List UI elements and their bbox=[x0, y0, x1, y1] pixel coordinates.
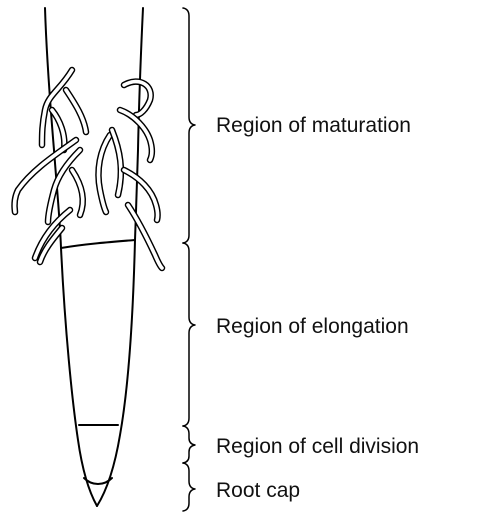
label-region-of-elongation: Region of elongation bbox=[216, 315, 409, 338]
root-hair bbox=[35, 210, 70, 258]
region-labels: Region of maturation Region of elongatio… bbox=[216, 114, 419, 502]
root-hair bbox=[98, 135, 110, 212]
label-region-of-cell-division: Region of cell division bbox=[216, 435, 419, 458]
maturation-elongation-boundary bbox=[61, 240, 135, 248]
brace-root-cap bbox=[183, 463, 195, 511]
root-hair bbox=[42, 70, 72, 145]
root-hair bbox=[66, 90, 86, 132]
root-hair bbox=[124, 82, 151, 115]
root-hair bbox=[112, 130, 121, 195]
brace-cell-division bbox=[183, 426, 195, 463]
label-region-of-maturation: Region of maturation bbox=[216, 114, 411, 137]
root-hair bbox=[120, 110, 152, 160]
region-braces bbox=[183, 8, 195, 511]
brace-elongation bbox=[183, 243, 195, 426]
root-hair bbox=[72, 170, 83, 215]
root-tip-right-edge bbox=[97, 240, 135, 506]
label-root-cap: Root cap bbox=[216, 479, 300, 502]
root-tip-left-edge bbox=[61, 248, 97, 506]
brace-maturation bbox=[183, 8, 195, 243]
